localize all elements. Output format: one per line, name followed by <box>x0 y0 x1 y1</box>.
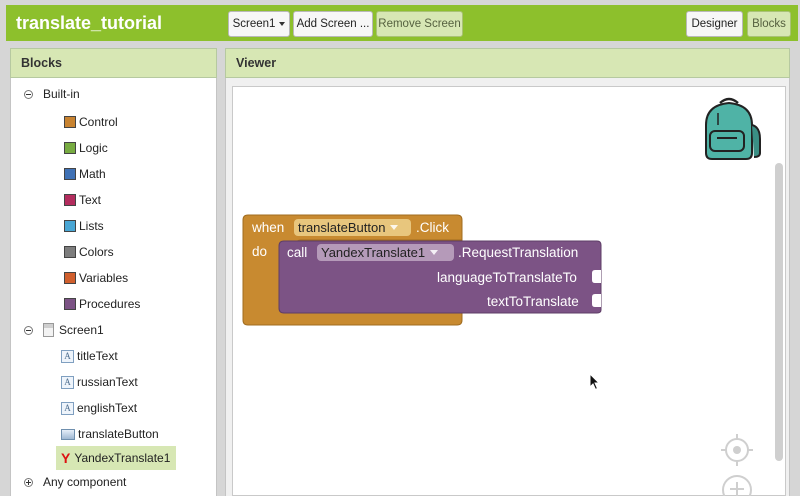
label-icon: A <box>61 349 74 363</box>
component-dropdown-translatebutton[interactable]: translateButton <box>294 219 411 236</box>
tree-item-control[interactable]: Control <box>64 112 118 132</box>
expand-icon[interactable] <box>24 477 33 487</box>
label-icon: A <box>61 375 74 389</box>
tree-item-colors[interactable]: Colors <box>64 242 114 262</box>
chevron-down-icon <box>390 225 399 230</box>
arg-label-language: languageToTranslateTo <box>437 270 577 285</box>
chevron-down-icon <box>430 250 439 255</box>
tree-label: translateButton <box>78 427 159 441</box>
tree-item-yandextranslate1[interactable]: Y YandexTranslate1 <box>56 446 176 470</box>
colors-drawer-icon <box>64 246 76 258</box>
blocks-button[interactable]: Blocks <box>747 11 791 37</box>
method-name: .RequestTranslation <box>458 245 579 260</box>
blocks-tree-panel: Built-in Control Logic Math Text Lists C… <box>10 78 217 496</box>
top-toolbar: translate_tutorial Screen1 Add Screen ..… <box>0 0 800 44</box>
procedures-drawer-icon <box>64 298 76 310</box>
lists-drawer-icon <box>64 220 76 232</box>
tree-label: Screen1 <box>59 323 104 337</box>
viewer-panel-header: Viewer <box>225 48 790 78</box>
tree-item-screen1[interactable]: Screen1 <box>24 320 104 340</box>
backpack-icon[interactable] <box>696 95 762 165</box>
blocks-panel-header: Blocks <box>10 48 217 78</box>
tree-item-lists[interactable]: Lists <box>64 216 104 236</box>
add-screen-button[interactable]: Add Screen ... <box>293 11 373 37</box>
arg-label-text: textToTranslate <box>487 294 579 309</box>
dropdown-label: YandexTranslate1 <box>321 245 426 260</box>
tree-label: englishText <box>77 401 138 415</box>
text-drawer-icon <box>64 194 76 206</box>
tree-label: titleText <box>77 349 118 363</box>
remove-screen-button[interactable]: Remove Screen <box>376 11 463 37</box>
tree-label: Procedures <box>79 297 141 311</box>
screen-selector-dropdown[interactable]: Screen1 <box>228 11 290 37</box>
tree-label: russianText <box>77 375 138 389</box>
tree-item-procedures[interactable]: Procedures <box>64 294 140 314</box>
call-keyword: call <box>287 245 308 260</box>
tree-item-variables[interactable]: Variables <box>64 268 128 288</box>
math-drawer-icon <box>64 168 76 180</box>
tree-item-math[interactable]: Math <box>64 164 106 184</box>
tree-label: Colors <box>79 245 114 259</box>
button-icon <box>61 428 75 440</box>
workspace-vertical-scrollbar[interactable] <box>775 163 783 461</box>
tree-item-translatebutton[interactable]: translateButton <box>61 424 159 444</box>
screen-icon <box>43 323 54 337</box>
tree-item-russiantext[interactable]: A russianText <box>61 372 138 392</box>
do-keyword: do <box>252 244 268 259</box>
tree-label: Text <box>79 193 102 207</box>
collapse-icon[interactable] <box>24 89 33 99</box>
tree-item-titletext[interactable]: A titleText <box>61 346 118 366</box>
when-keyword: when <box>252 220 285 235</box>
control-drawer-icon <box>64 116 76 128</box>
mouse-cursor-icon <box>589 373 601 391</box>
tree-label: Any component <box>43 475 127 489</box>
dropdown-label: translateButton <box>298 220 386 235</box>
tree-label: Variables <box>79 271 129 285</box>
tree-item-englishtext[interactable]: A englishText <box>61 398 137 418</box>
logic-drawer-icon <box>64 142 76 154</box>
collapse-icon[interactable] <box>24 325 33 335</box>
tree-item-any-component[interactable]: Any component <box>24 472 126 492</box>
tree-label: Built-in <box>43 87 80 101</box>
event-name: .Click <box>416 220 449 235</box>
tree-label: Control <box>79 115 118 129</box>
variables-drawer-icon <box>64 272 76 284</box>
designer-button[interactable]: Designer <box>686 11 743 37</box>
tree-label: YandexTranslate1 <box>74 451 171 465</box>
toolbar-background: translate_tutorial Screen1 Add Screen ..… <box>6 5 798 41</box>
yandex-icon: Y <box>61 450 71 466</box>
recenter-icon[interactable] <box>720 433 754 467</box>
zoom-in-icon[interactable] <box>720 473 754 496</box>
label-icon: A <box>61 401 74 415</box>
tree-label: Math <box>79 167 106 181</box>
screen-selector-label: Screen1 <box>232 18 276 30</box>
tree-item-logic[interactable]: Logic <box>64 138 108 158</box>
tree-item-built-in[interactable]: Built-in <box>24 84 80 104</box>
project-title: translate_tutorial <box>16 13 163 33</box>
tree-label: Lists <box>79 219 104 233</box>
tree-label: Logic <box>79 141 108 155</box>
tree-item-text[interactable]: Text <box>64 190 101 210</box>
component-dropdown-yandextranslate1[interactable]: YandexTranslate1 <box>317 244 454 261</box>
chevron-down-icon <box>279 22 286 26</box>
